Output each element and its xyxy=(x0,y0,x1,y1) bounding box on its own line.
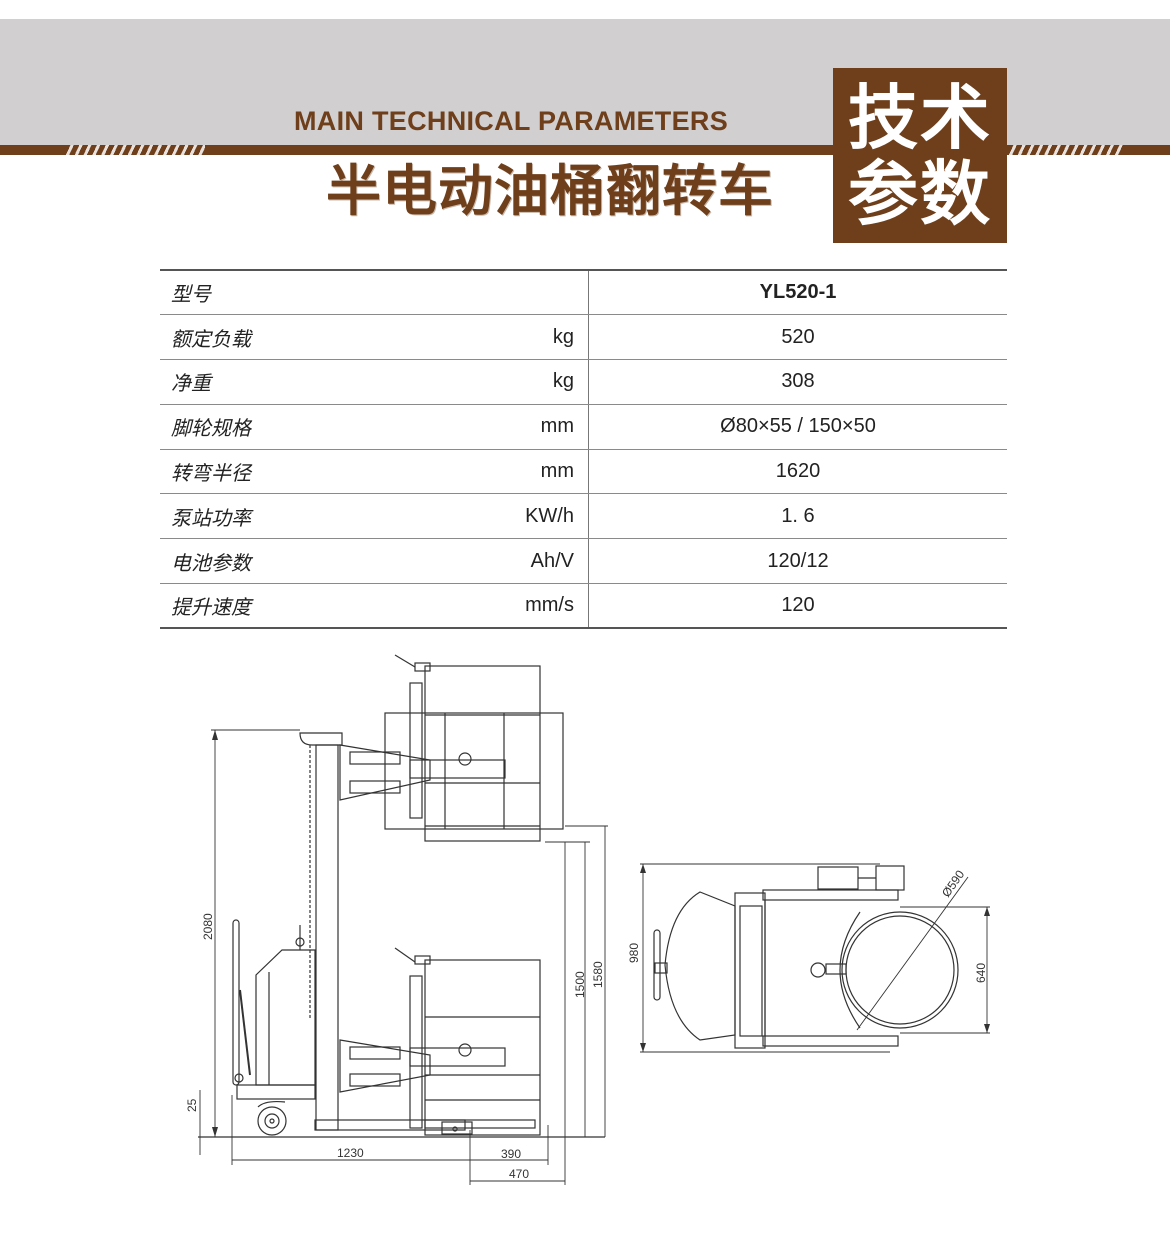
param-unit xyxy=(471,269,589,316)
table-row: 净重 kg 308 xyxy=(160,359,1007,405)
badge-line-1: 技术 xyxy=(848,75,992,159)
table-row: 电池参数 Ah/V 120/12 xyxy=(160,538,1007,585)
dim-overall-height: 2080 xyxy=(201,913,215,940)
param-unit: KW/h xyxy=(471,493,589,540)
param-name: 净重 xyxy=(160,359,471,405)
param-unit: kg xyxy=(471,359,589,405)
product-title: 半电动油桶翻转车 xyxy=(326,160,775,222)
param-name: 转弯半径 xyxy=(160,449,471,495)
param-unit: mm xyxy=(471,404,589,450)
dim-lift-1580: 1580 xyxy=(591,961,605,988)
param-name: 额定负载 xyxy=(160,314,471,361)
dim-drum-span: 640 xyxy=(974,963,988,983)
table-row: 额定负载 kg 520 xyxy=(160,314,1007,361)
header-hatch-left xyxy=(65,145,205,155)
param-value: 1620 xyxy=(588,449,1007,495)
header-hatch-right xyxy=(1008,145,1123,155)
dim-front-470: 470 xyxy=(509,1167,529,1181)
param-name: 型号 xyxy=(160,269,471,316)
param-value: 308 xyxy=(588,359,1007,405)
badge-line-2: 参数 xyxy=(848,151,992,235)
param-name: 电池参数 xyxy=(160,538,471,585)
param-unit: kg xyxy=(471,314,589,361)
param-value: 120 xyxy=(588,583,1007,630)
table-row: 提升速度 mm/s 120 xyxy=(160,583,1007,630)
dim-ground-clearance: 25 xyxy=(185,1098,199,1112)
english-section-title: MAIN TECHNICAL PARAMETERS xyxy=(294,106,729,136)
param-value: YL520-1 xyxy=(588,269,1007,316)
table-row: 转弯半径 mm 1620 xyxy=(160,449,1007,495)
param-unit: Ah/V xyxy=(471,538,589,585)
table-row: 泵站功率 KW/h 1. 6 xyxy=(160,493,1007,540)
param-value: 120/12 xyxy=(588,538,1007,585)
param-name: 脚轮规格 xyxy=(160,404,471,450)
param-name: 提升速度 xyxy=(160,583,471,630)
header-rule xyxy=(0,145,1170,155)
param-value: 1. 6 xyxy=(588,493,1007,540)
dim-front-390: 390 xyxy=(501,1147,521,1161)
top-view-drawing: 980 640 Ø590 xyxy=(627,863,990,1053)
section-badge: 技术 参数 xyxy=(833,68,1007,243)
param-unit: mm xyxy=(471,449,589,495)
dim-lift-1500: 1500 xyxy=(573,971,587,998)
spec-table: 型号 YL520-1 额定负载 kg 520 净重 kg 308 脚轮规格 mm… xyxy=(160,269,1007,630)
dim-length: 1230 xyxy=(337,1146,364,1160)
dim-width: 980 xyxy=(627,943,641,963)
param-value: 520 xyxy=(588,314,1007,361)
side-view-drawing: 2080 25 1500 1580 1230 390 470 xyxy=(185,654,608,1185)
table-row: 脚轮规格 mm Ø80×55 / 150×50 xyxy=(160,404,1007,450)
param-unit: mm/s xyxy=(471,583,589,630)
param-value: Ø80×55 / 150×50 xyxy=(588,404,1007,450)
param-name: 泵站功率 xyxy=(160,493,471,540)
table-row: 型号 YL520-1 xyxy=(160,269,1007,316)
